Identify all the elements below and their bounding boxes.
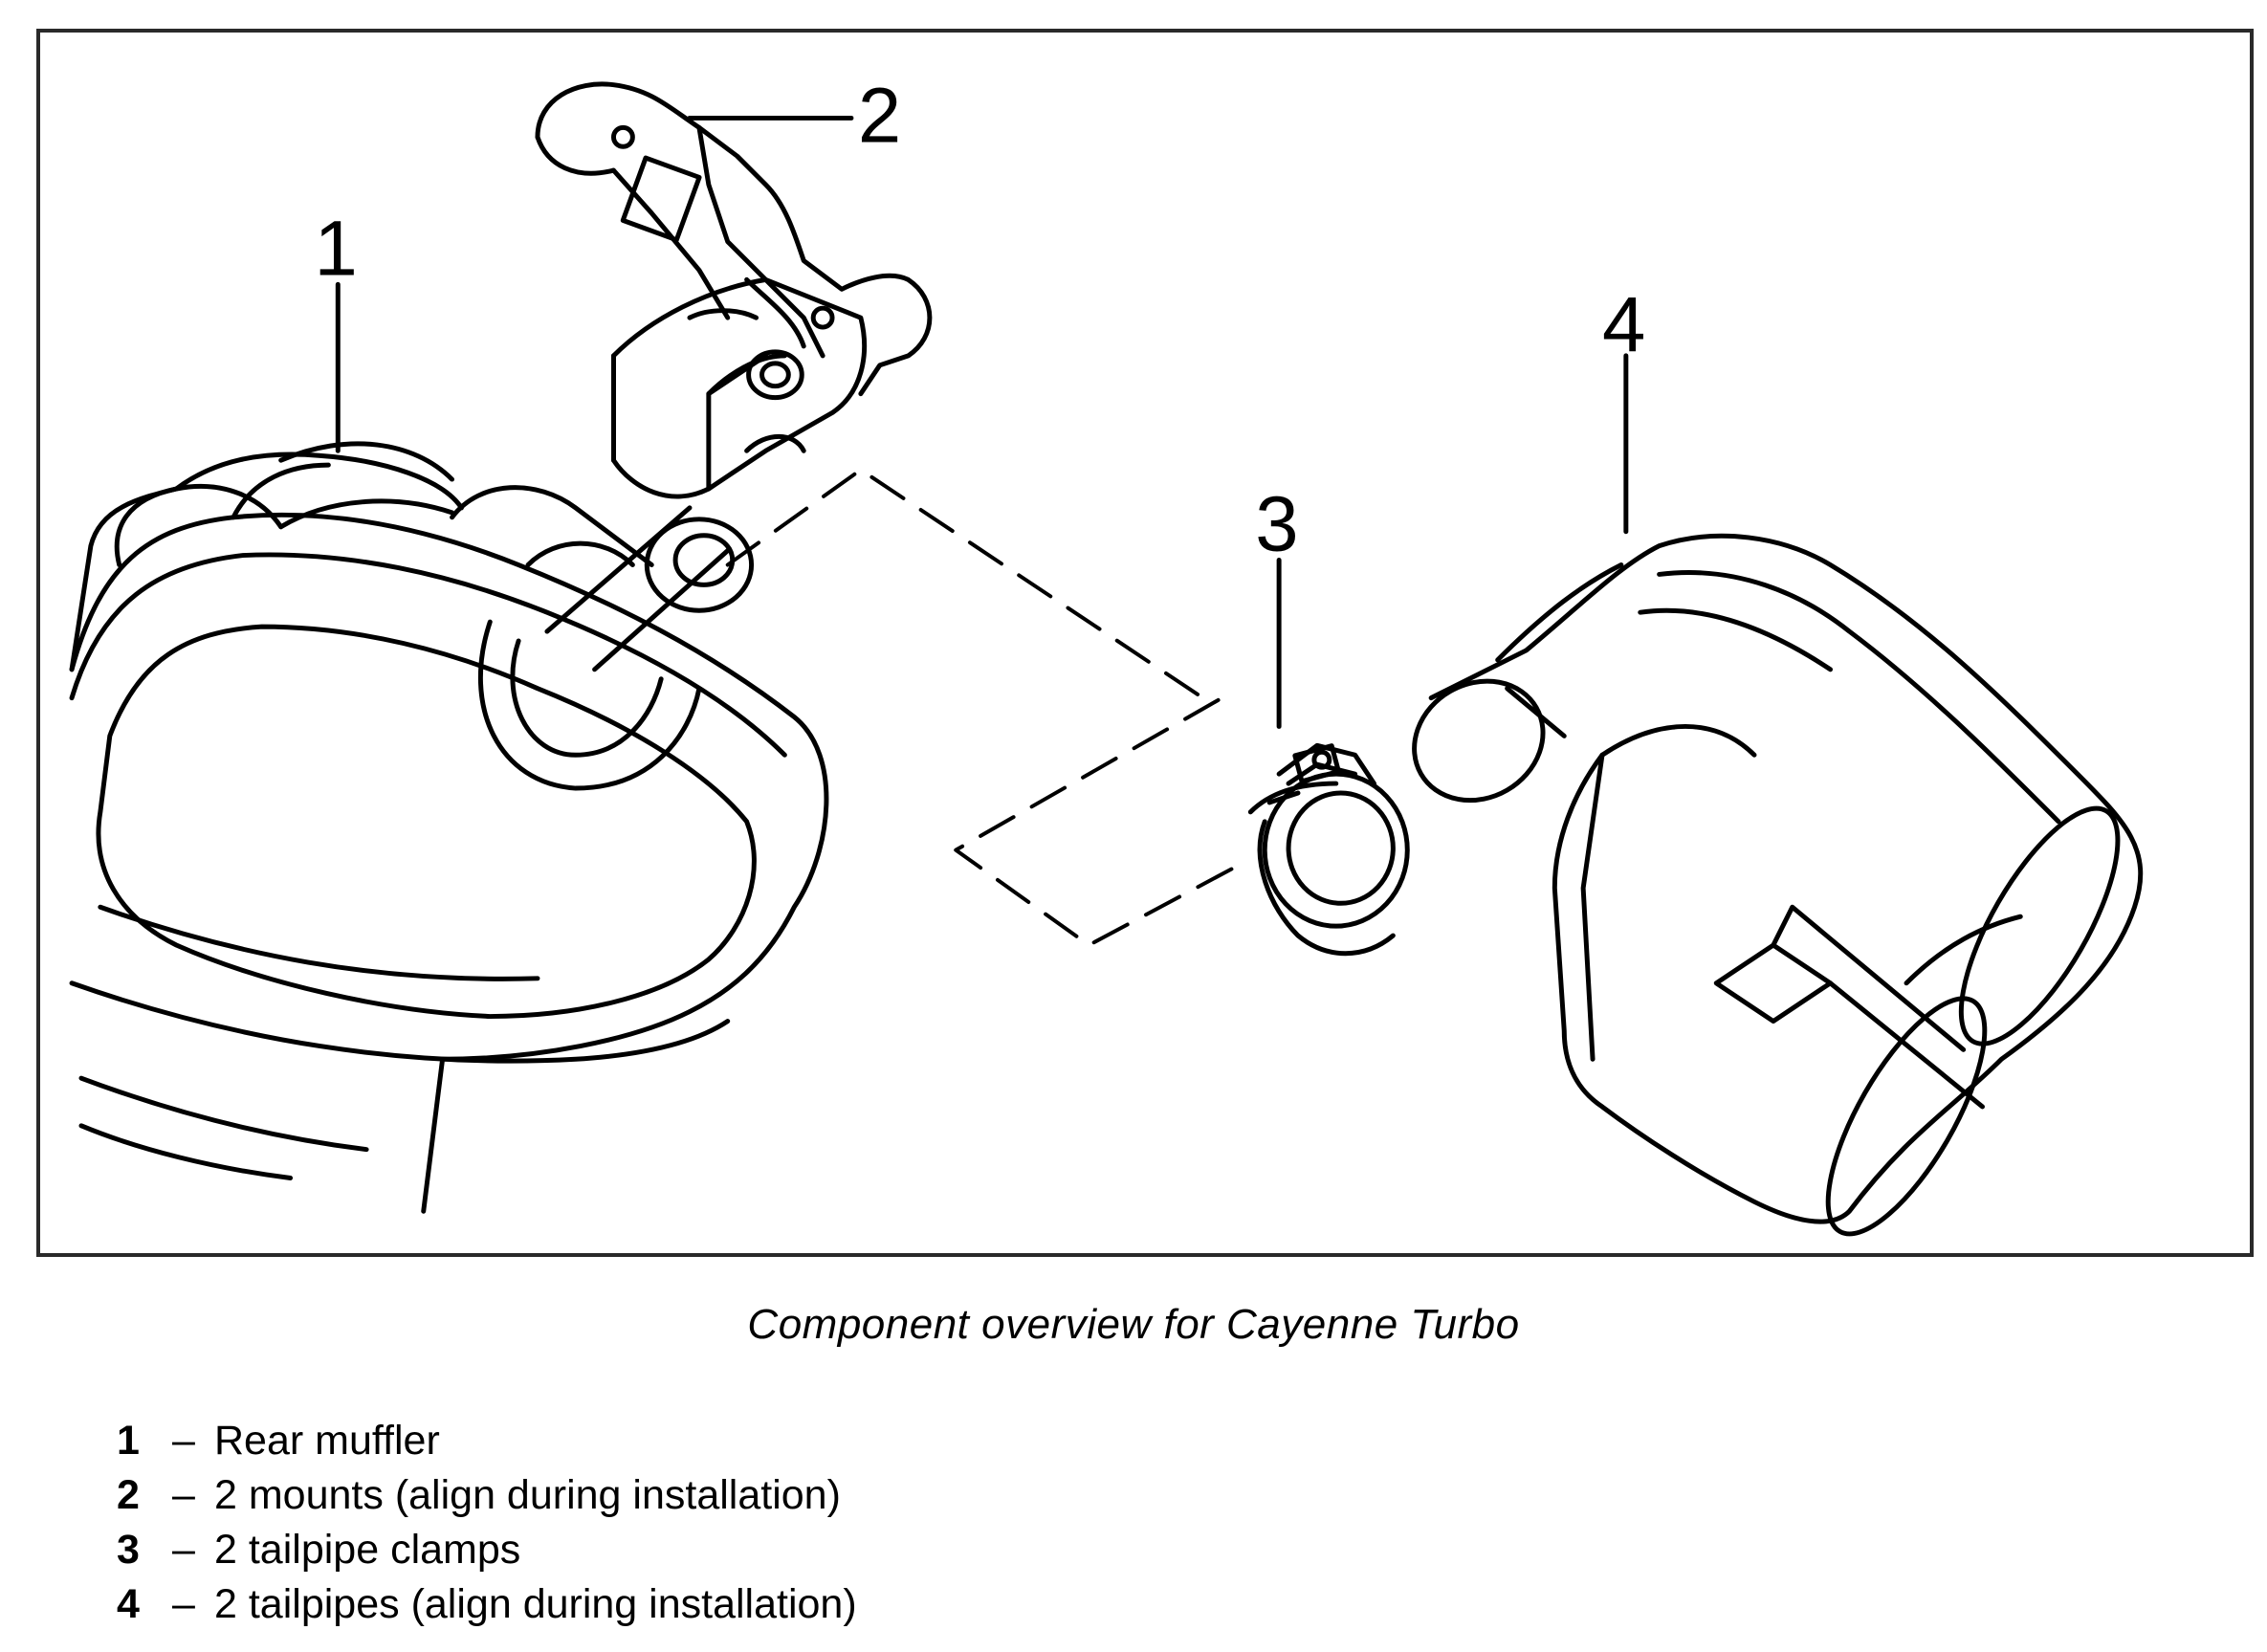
- tailpipe-clamp-drawing: [1247, 742, 1410, 957]
- legend-item-separator: –: [172, 1418, 195, 1464]
- figure-caption: Component overview for Cayenne Turbo: [747, 1301, 1520, 1348]
- tailpipe-drawing: [1412, 533, 2144, 1237]
- mount-bracket-drawing: [535, 81, 933, 499]
- callout-number-3: 3: [1255, 481, 1298, 568]
- exploded-view-drawing: 1 2 3 4: [69, 72, 2144, 1237]
- legend-item: 2 – 2 mounts (align during installation): [117, 1468, 857, 1523]
- callout-number-2: 2: [858, 72, 901, 159]
- callout-number-1: 1: [314, 205, 357, 292]
- legend-item-number: 2: [117, 1472, 140, 1518]
- legend-item-text: Rear muffler: [214, 1418, 440, 1464]
- legend-item-separator: –: [172, 1581, 195, 1627]
- legend-item-number: 3: [117, 1527, 140, 1573]
- component-diagram: 1 2 3 4: [36, 29, 2254, 1257]
- rear-muffler-drawing: [69, 441, 1234, 1214]
- legend-item-text: 2 mounts (align during installation): [214, 1472, 841, 1518]
- legend-item-text: 2 tailpipes (align during installation): [214, 1581, 857, 1627]
- legend-item-text: 2 tailpipe clamps: [214, 1527, 521, 1573]
- legend-item-number: 4: [117, 1581, 140, 1627]
- legend-item: 4 – 2 tailpipes (align during installati…: [117, 1577, 857, 1632]
- parts-legend: 1 – Rear muffler 2 – 2 mounts (align dur…: [117, 1414, 857, 1632]
- callout-number-4: 4: [1602, 281, 1645, 368]
- legend-item-separator: –: [172, 1527, 195, 1573]
- legend-item-number: 1: [117, 1418, 140, 1464]
- legend-item: 1 – Rear muffler: [117, 1414, 857, 1468]
- legend-item: 3 – 2 tailpipe clamps: [117, 1523, 857, 1577]
- legend-item-separator: –: [172, 1472, 195, 1518]
